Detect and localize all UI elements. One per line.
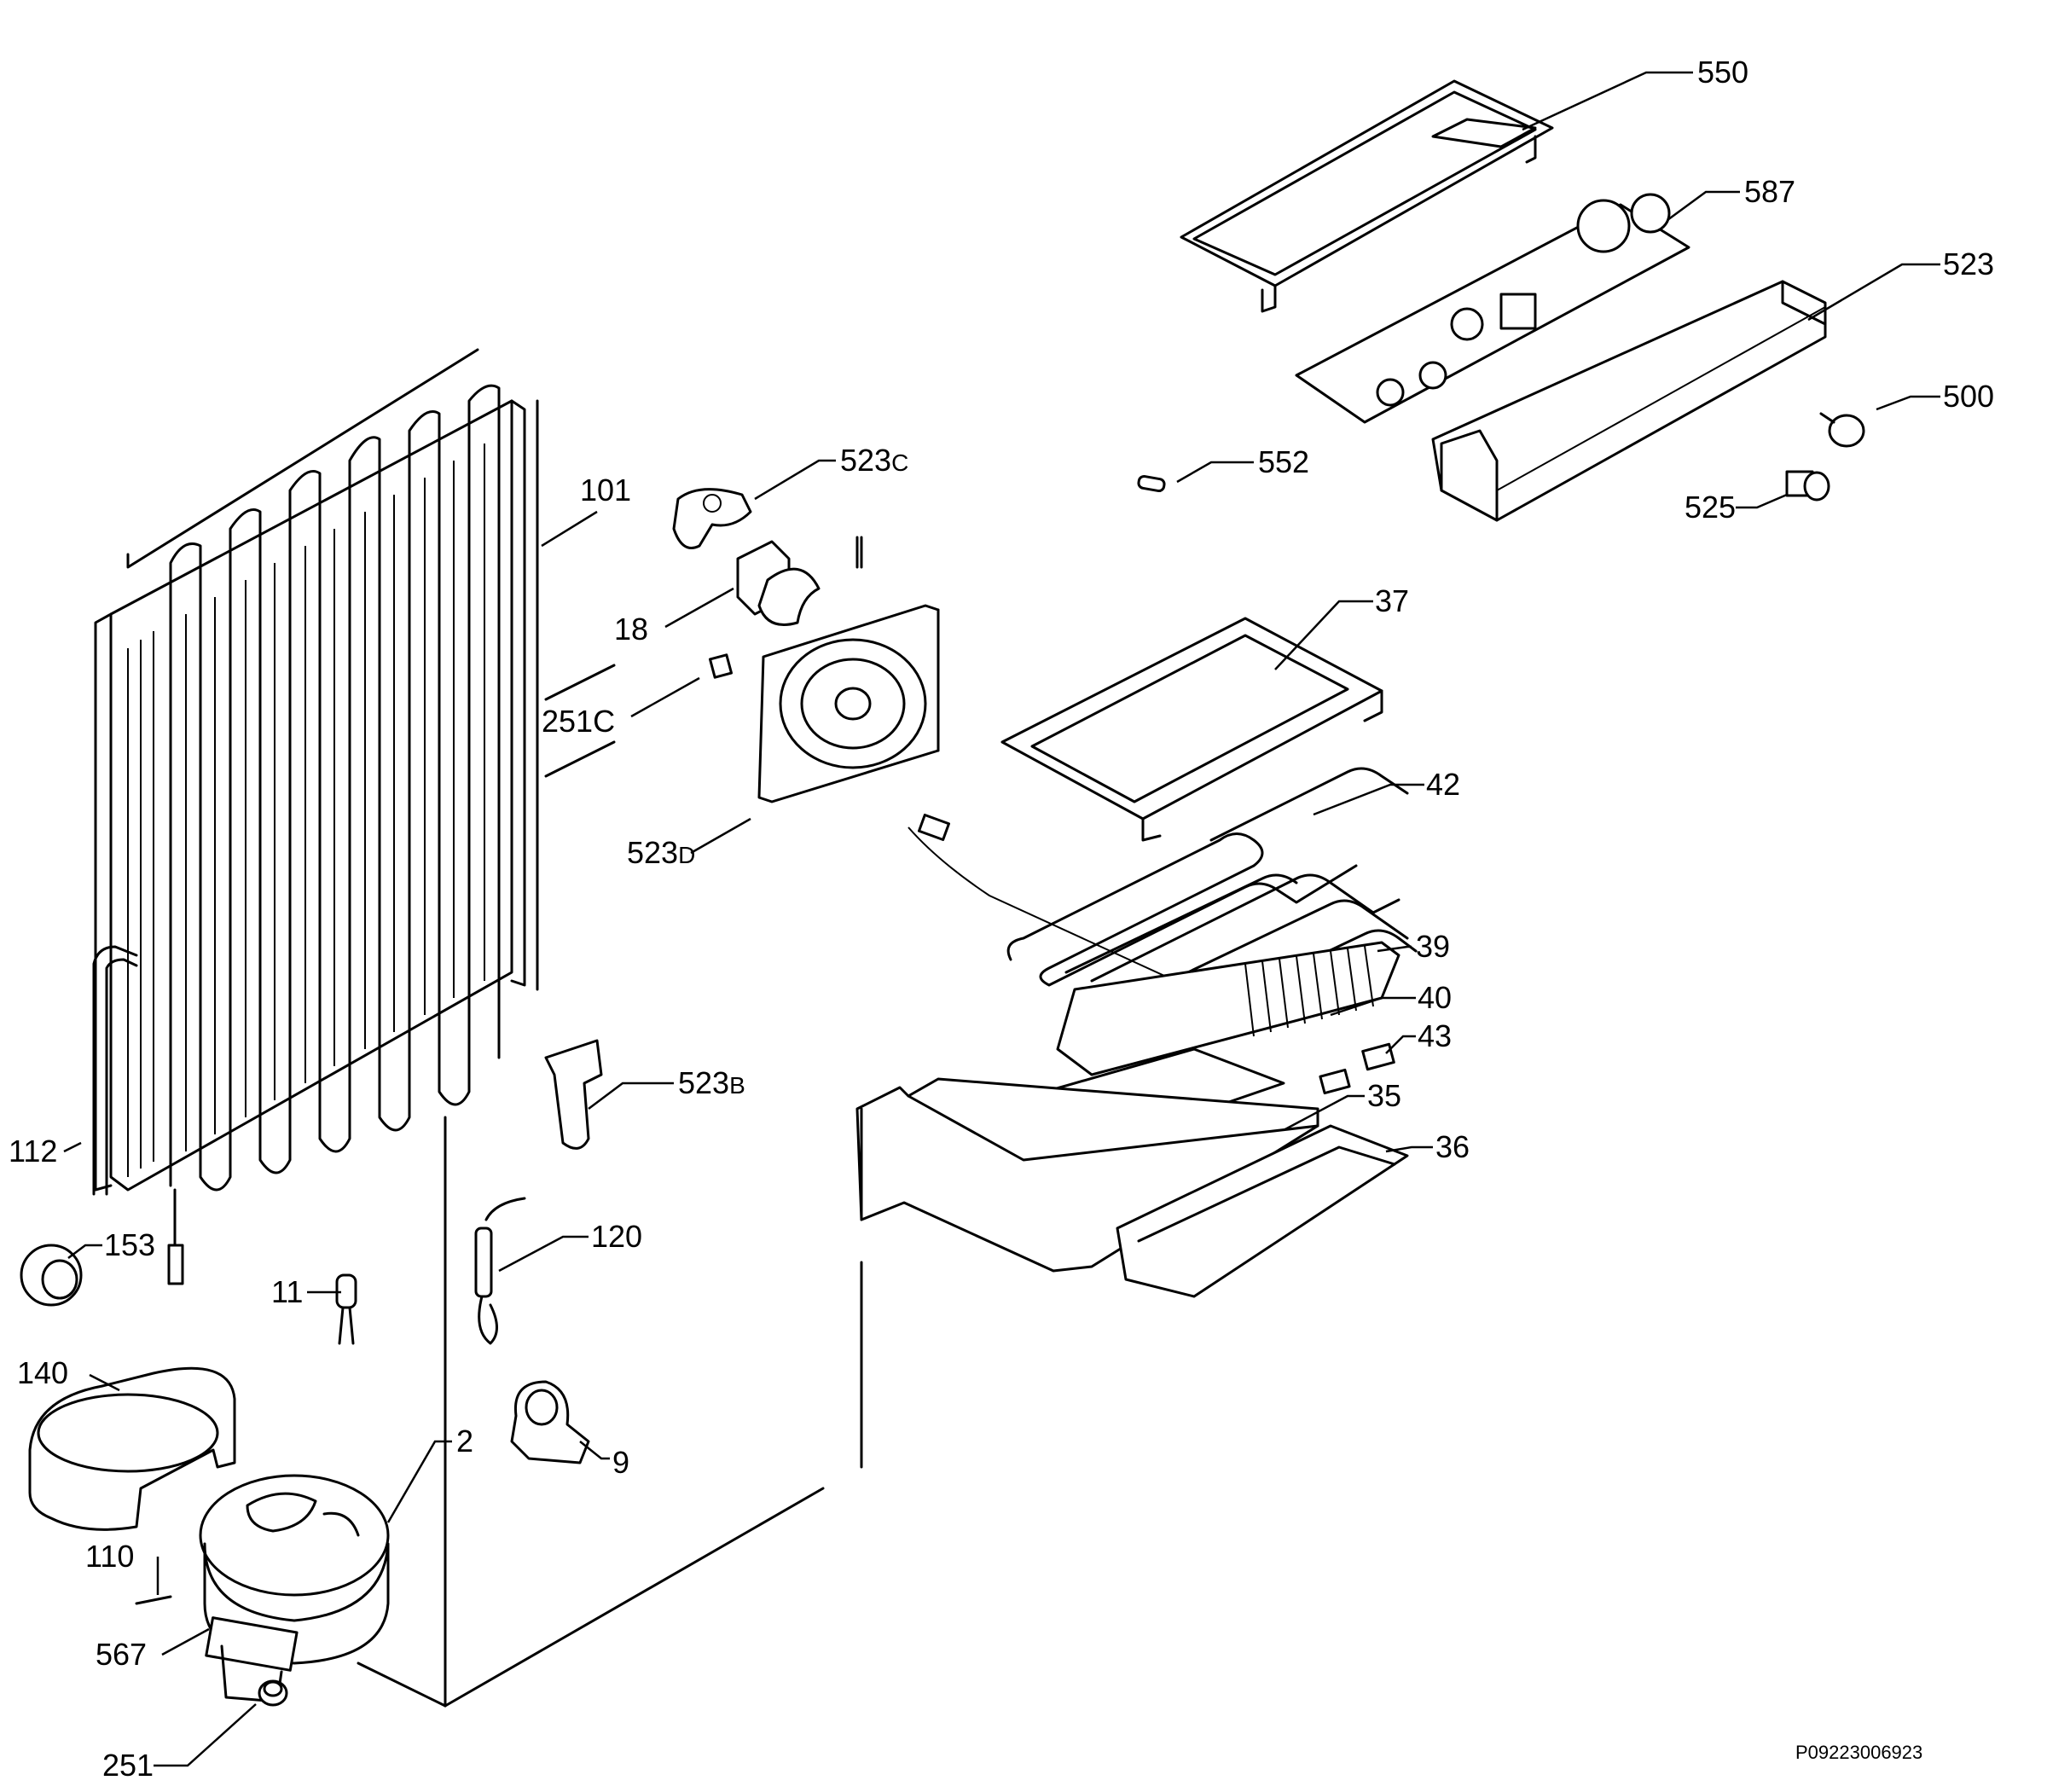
callout-42: 42 xyxy=(1426,767,1460,802)
drain-hose-112 xyxy=(92,945,138,1196)
callout-35: 35 xyxy=(1367,1078,1401,1113)
relay-120 xyxy=(474,1197,526,1345)
callout-2: 2 xyxy=(456,1424,473,1459)
callout-43: 43 xyxy=(1418,1018,1452,1053)
callout-140: 140 xyxy=(17,1355,68,1390)
connectors-43 xyxy=(1319,1042,1395,1095)
callout-567: 567 xyxy=(96,1637,147,1672)
evaporating-tray-140 xyxy=(28,1366,236,1531)
callout-153: 153 xyxy=(104,1227,155,1262)
callout-18: 18 xyxy=(614,612,648,647)
thermostat-knob-500 xyxy=(1819,412,1865,448)
callout-251C: 251C xyxy=(542,704,615,739)
callout-112: 112 xyxy=(9,1134,57,1169)
evaporator-42 xyxy=(908,767,1418,1017)
callout-36: 36 xyxy=(1435,1129,1470,1164)
fan-housing-523D xyxy=(757,604,940,803)
pin-110 xyxy=(135,1595,172,1605)
callout-523B: 523B xyxy=(678,1065,745,1100)
callout-587: 587 xyxy=(1744,174,1795,209)
callout-110: 110 xyxy=(85,1539,134,1574)
callout-500: 500 xyxy=(1943,379,1994,414)
callout-11: 11 xyxy=(271,1274,303,1309)
part-11 xyxy=(335,1273,357,1345)
grommet-153 xyxy=(20,1244,83,1307)
condenser-wires xyxy=(127,444,485,1177)
cabinet-outline xyxy=(126,348,863,1708)
callout-39: 39 xyxy=(1416,929,1450,964)
nut-251 xyxy=(258,1679,288,1707)
callout-120: 120 xyxy=(591,1219,642,1254)
callout-101: 101 xyxy=(580,473,631,507)
condenser-101 xyxy=(94,384,526,1285)
callout-40: 40 xyxy=(1418,980,1452,1015)
callout-523D: 523D xyxy=(627,835,695,870)
cover-36 xyxy=(1116,1124,1409,1298)
condenser-serpentine xyxy=(169,384,501,1192)
display-cover-550 xyxy=(1180,79,1554,313)
callout-9: 9 xyxy=(612,1445,629,1480)
holder-523B xyxy=(544,1039,603,1150)
callout-523: 523 xyxy=(1943,246,1994,281)
leader-lines xyxy=(63,71,1940,1767)
lamp-552 xyxy=(1137,474,1166,493)
fan-cover-523C xyxy=(672,488,752,549)
callout-labels: 550 587 523 500 525 552 523C 101 18 251C… xyxy=(9,55,1994,1783)
callout-550: 550 xyxy=(1697,55,1748,90)
reference-code: P09223006923 xyxy=(1795,1742,1922,1763)
callout-37: 37 xyxy=(1375,583,1409,618)
shelf-37 xyxy=(1000,617,1383,842)
bracket-9 xyxy=(510,1380,590,1464)
callout-552: 552 xyxy=(1258,444,1309,479)
compressor-2 xyxy=(199,1474,390,1703)
clip-251C xyxy=(708,653,734,679)
control-board-587 xyxy=(1295,193,1690,424)
callout-251: 251 xyxy=(102,1748,154,1783)
fin-lines xyxy=(1244,945,1374,1037)
callout-523C: 523C xyxy=(840,443,908,478)
drip-tray-35 xyxy=(855,1077,1319,1273)
switch-525 xyxy=(1785,470,1830,502)
callout-525: 525 xyxy=(1685,490,1736,525)
fan-motor-18 xyxy=(736,536,859,626)
